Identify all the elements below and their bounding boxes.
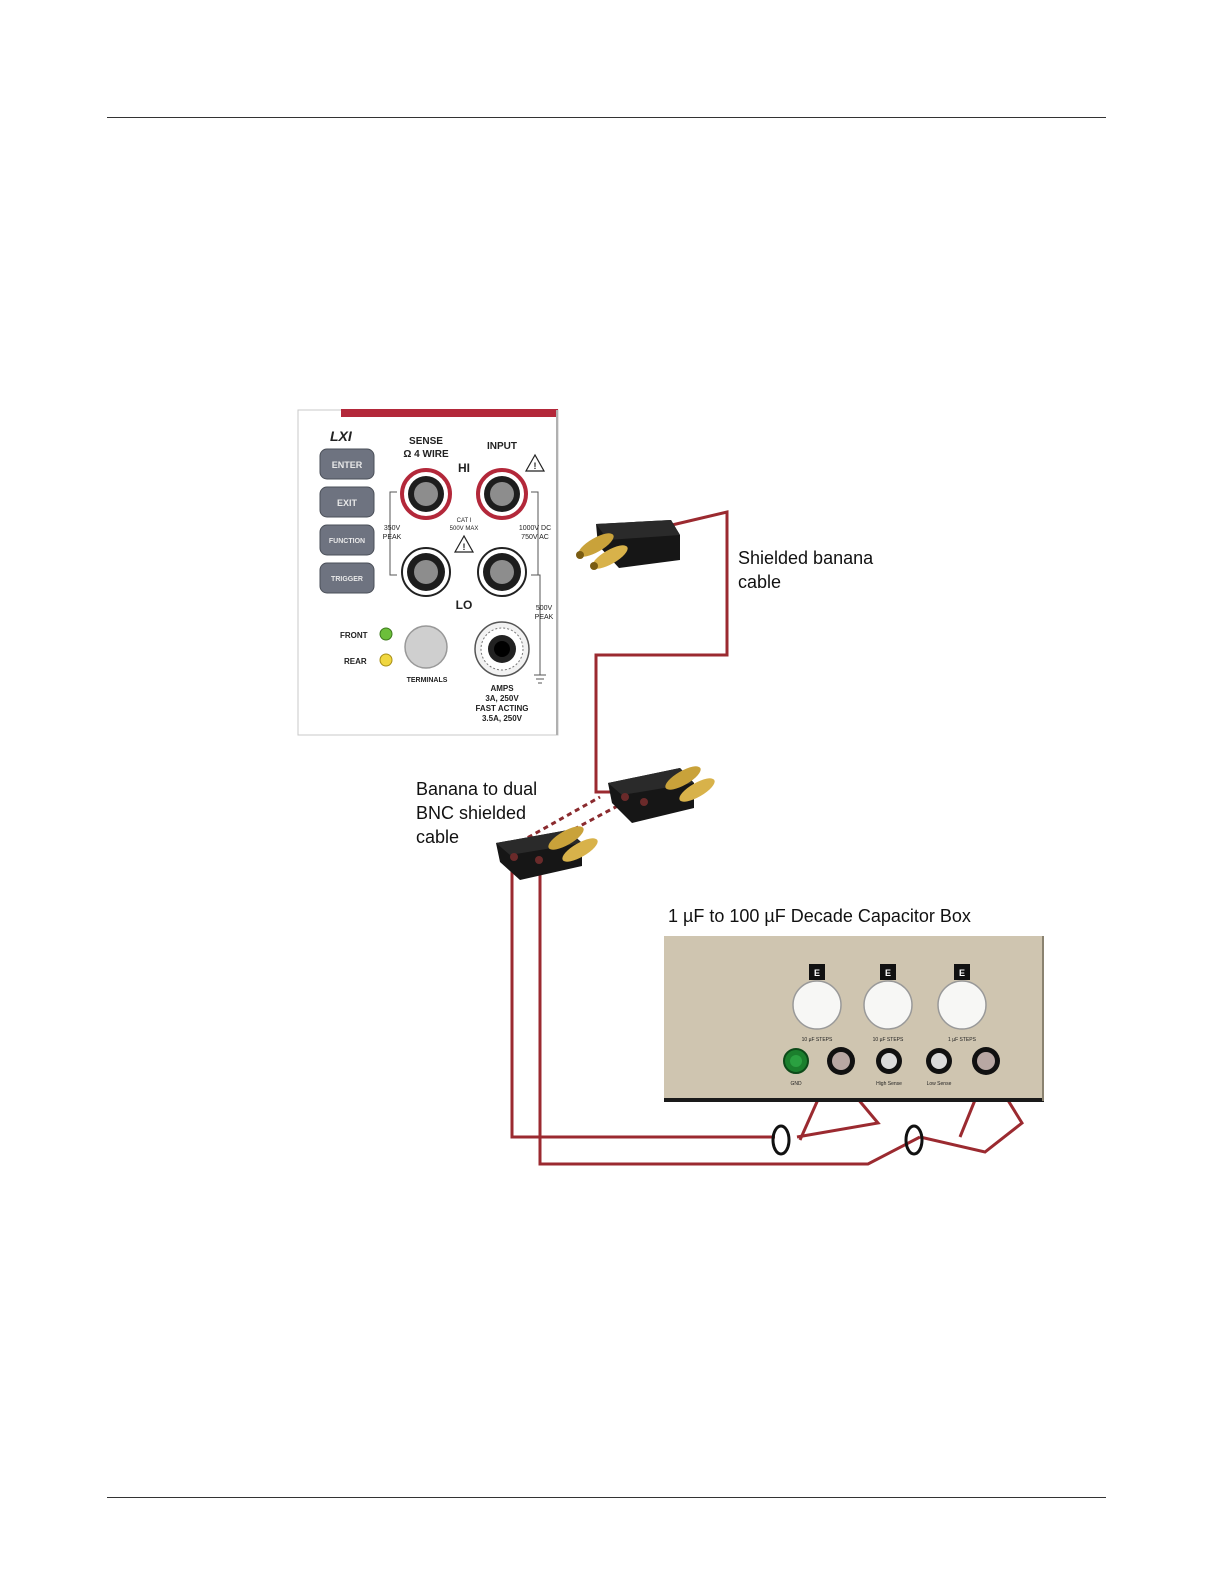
enter-button[interactable] (319, 448, 375, 480)
capacitor-box-title: 1 µF to 100 µF Decade Capacitor Box (668, 906, 971, 926)
capacitance-knob-10uf-a[interactable]: E (792, 964, 842, 1030)
left-rating-1: 350V (384, 525, 401, 532)
decade-capacitor-box: E 10 µF STEPS E 10 µF STEPS E 1 µF STEPS… (664, 936, 1044, 1102)
header-rule (107, 117, 1106, 118)
enter-button-label: ENTER (332, 460, 363, 470)
amps-label-1: AMPS (490, 684, 514, 693)
shielded-banana-cable-label: Shielded banana cable (738, 546, 873, 594)
shielded-banana-line-1: Shielded banana (738, 548, 874, 568)
sense-4wire-label: Ω 4 WIRE (403, 449, 449, 460)
front-label: FRONT (340, 631, 368, 640)
knob-mark: E (814, 968, 820, 978)
capacitance-knob-1uf[interactable]: E (937, 964, 987, 1030)
banana-bnc-cable-label: Banana to dual BNC shielded cable (416, 777, 537, 849)
capacitance-knob-10uf-b[interactable]: E (863, 964, 913, 1030)
amps-label-4: 3.5A, 250V (482, 714, 523, 723)
low-sense-label: Low Sense (927, 1081, 952, 1087)
banana-plug-middle (608, 766, 715, 823)
amps-label-2: 3A, 250V (485, 694, 519, 703)
knob-mark: E (885, 968, 891, 978)
knob-label: 10 µF STEPS (802, 1037, 833, 1043)
input-label: INPUT (487, 441, 517, 452)
sense-lo-terminal[interactable] (401, 547, 451, 597)
lo-label: LO (456, 598, 473, 612)
high-terminal-jack[interactable] (827, 1047, 855, 1075)
amps-label-3: FAST ACTING (475, 704, 528, 713)
exit-button-label: EXIT (337, 498, 358, 508)
dashed-shield-link (519, 795, 626, 844)
banana-bnc-line-1: Banana to dual (416, 779, 538, 799)
banana-bnc-line-3: cable (416, 827, 460, 847)
low-terminal-jack[interactable] (972, 1047, 1000, 1075)
function-button[interactable] (319, 524, 375, 556)
panel-buttons: ENTER EXIT FUNCTION TRIGGER (319, 448, 375, 594)
ferrite-loop-icons (771, 1124, 924, 1156)
knob-label: 1 µF STEPS (948, 1037, 977, 1043)
trigger-button[interactable] (319, 562, 375, 594)
right-rating-2: 750V AC (521, 534, 549, 541)
lo-rating-2: PEAK (535, 614, 554, 621)
mid-rating-2: 500V MAX (450, 526, 479, 532)
knob-mark: E (959, 968, 965, 978)
low-sense-jack[interactable] (926, 1048, 952, 1074)
sense-label: SENSE (409, 436, 443, 447)
gnd-label: GND (790, 1081, 802, 1087)
function-button-label: FUNCTION (329, 538, 365, 545)
amps-terminal[interactable] (474, 621, 530, 677)
terminals-button[interactable] (404, 625, 448, 669)
warning-icon-center: ! (453, 534, 475, 553)
rear-led-icon (379, 653, 393, 667)
input-hi-terminal[interactable] (476, 468, 528, 520)
dmm-front-panel: LXI ENTER EXIT FUNCTION TRIGGER SENSE Ω … (297, 409, 559, 736)
shielded-banana-cable (594, 510, 729, 794)
high-sense-jack[interactable] (876, 1048, 902, 1074)
rear-label: REAR (344, 657, 367, 666)
hi-label: HI (458, 461, 470, 475)
warning-icon: ! (524, 453, 546, 472)
gnd-jack[interactable] (783, 1048, 809, 1074)
shielded-banana-line-2: cable (738, 572, 782, 592)
sense-hi-terminal[interactable] (400, 468, 452, 520)
banana-bnc-line-2: BNC shielded (416, 803, 527, 823)
exit-button[interactable] (319, 486, 375, 518)
left-rating-2: PEAK (383, 534, 402, 541)
lxi-logo: LXI (330, 428, 353, 444)
svg-text:!: ! (534, 461, 537, 471)
front-led-icon (379, 627, 393, 641)
panel-accent-bar (341, 409, 558, 417)
terminals-label: TERMINALS (407, 677, 448, 684)
right-rating-1: 1000V DC (519, 525, 551, 532)
input-lo-terminal[interactable] (477, 547, 527, 597)
svg-text:!: ! (463, 542, 466, 552)
lo-rating-1: 500V (536, 605, 553, 612)
mid-rating-1: CAT I (457, 518, 472, 524)
banana-plug-top (576, 520, 680, 570)
banana-plug-bottom (496, 826, 598, 880)
high-sense-label: High Sense (876, 1081, 902, 1087)
knob-label: 10 µF STEPS (873, 1037, 904, 1043)
trigger-button-label: TRIGGER (331, 576, 363, 583)
footer-rule (107, 1497, 1106, 1498)
